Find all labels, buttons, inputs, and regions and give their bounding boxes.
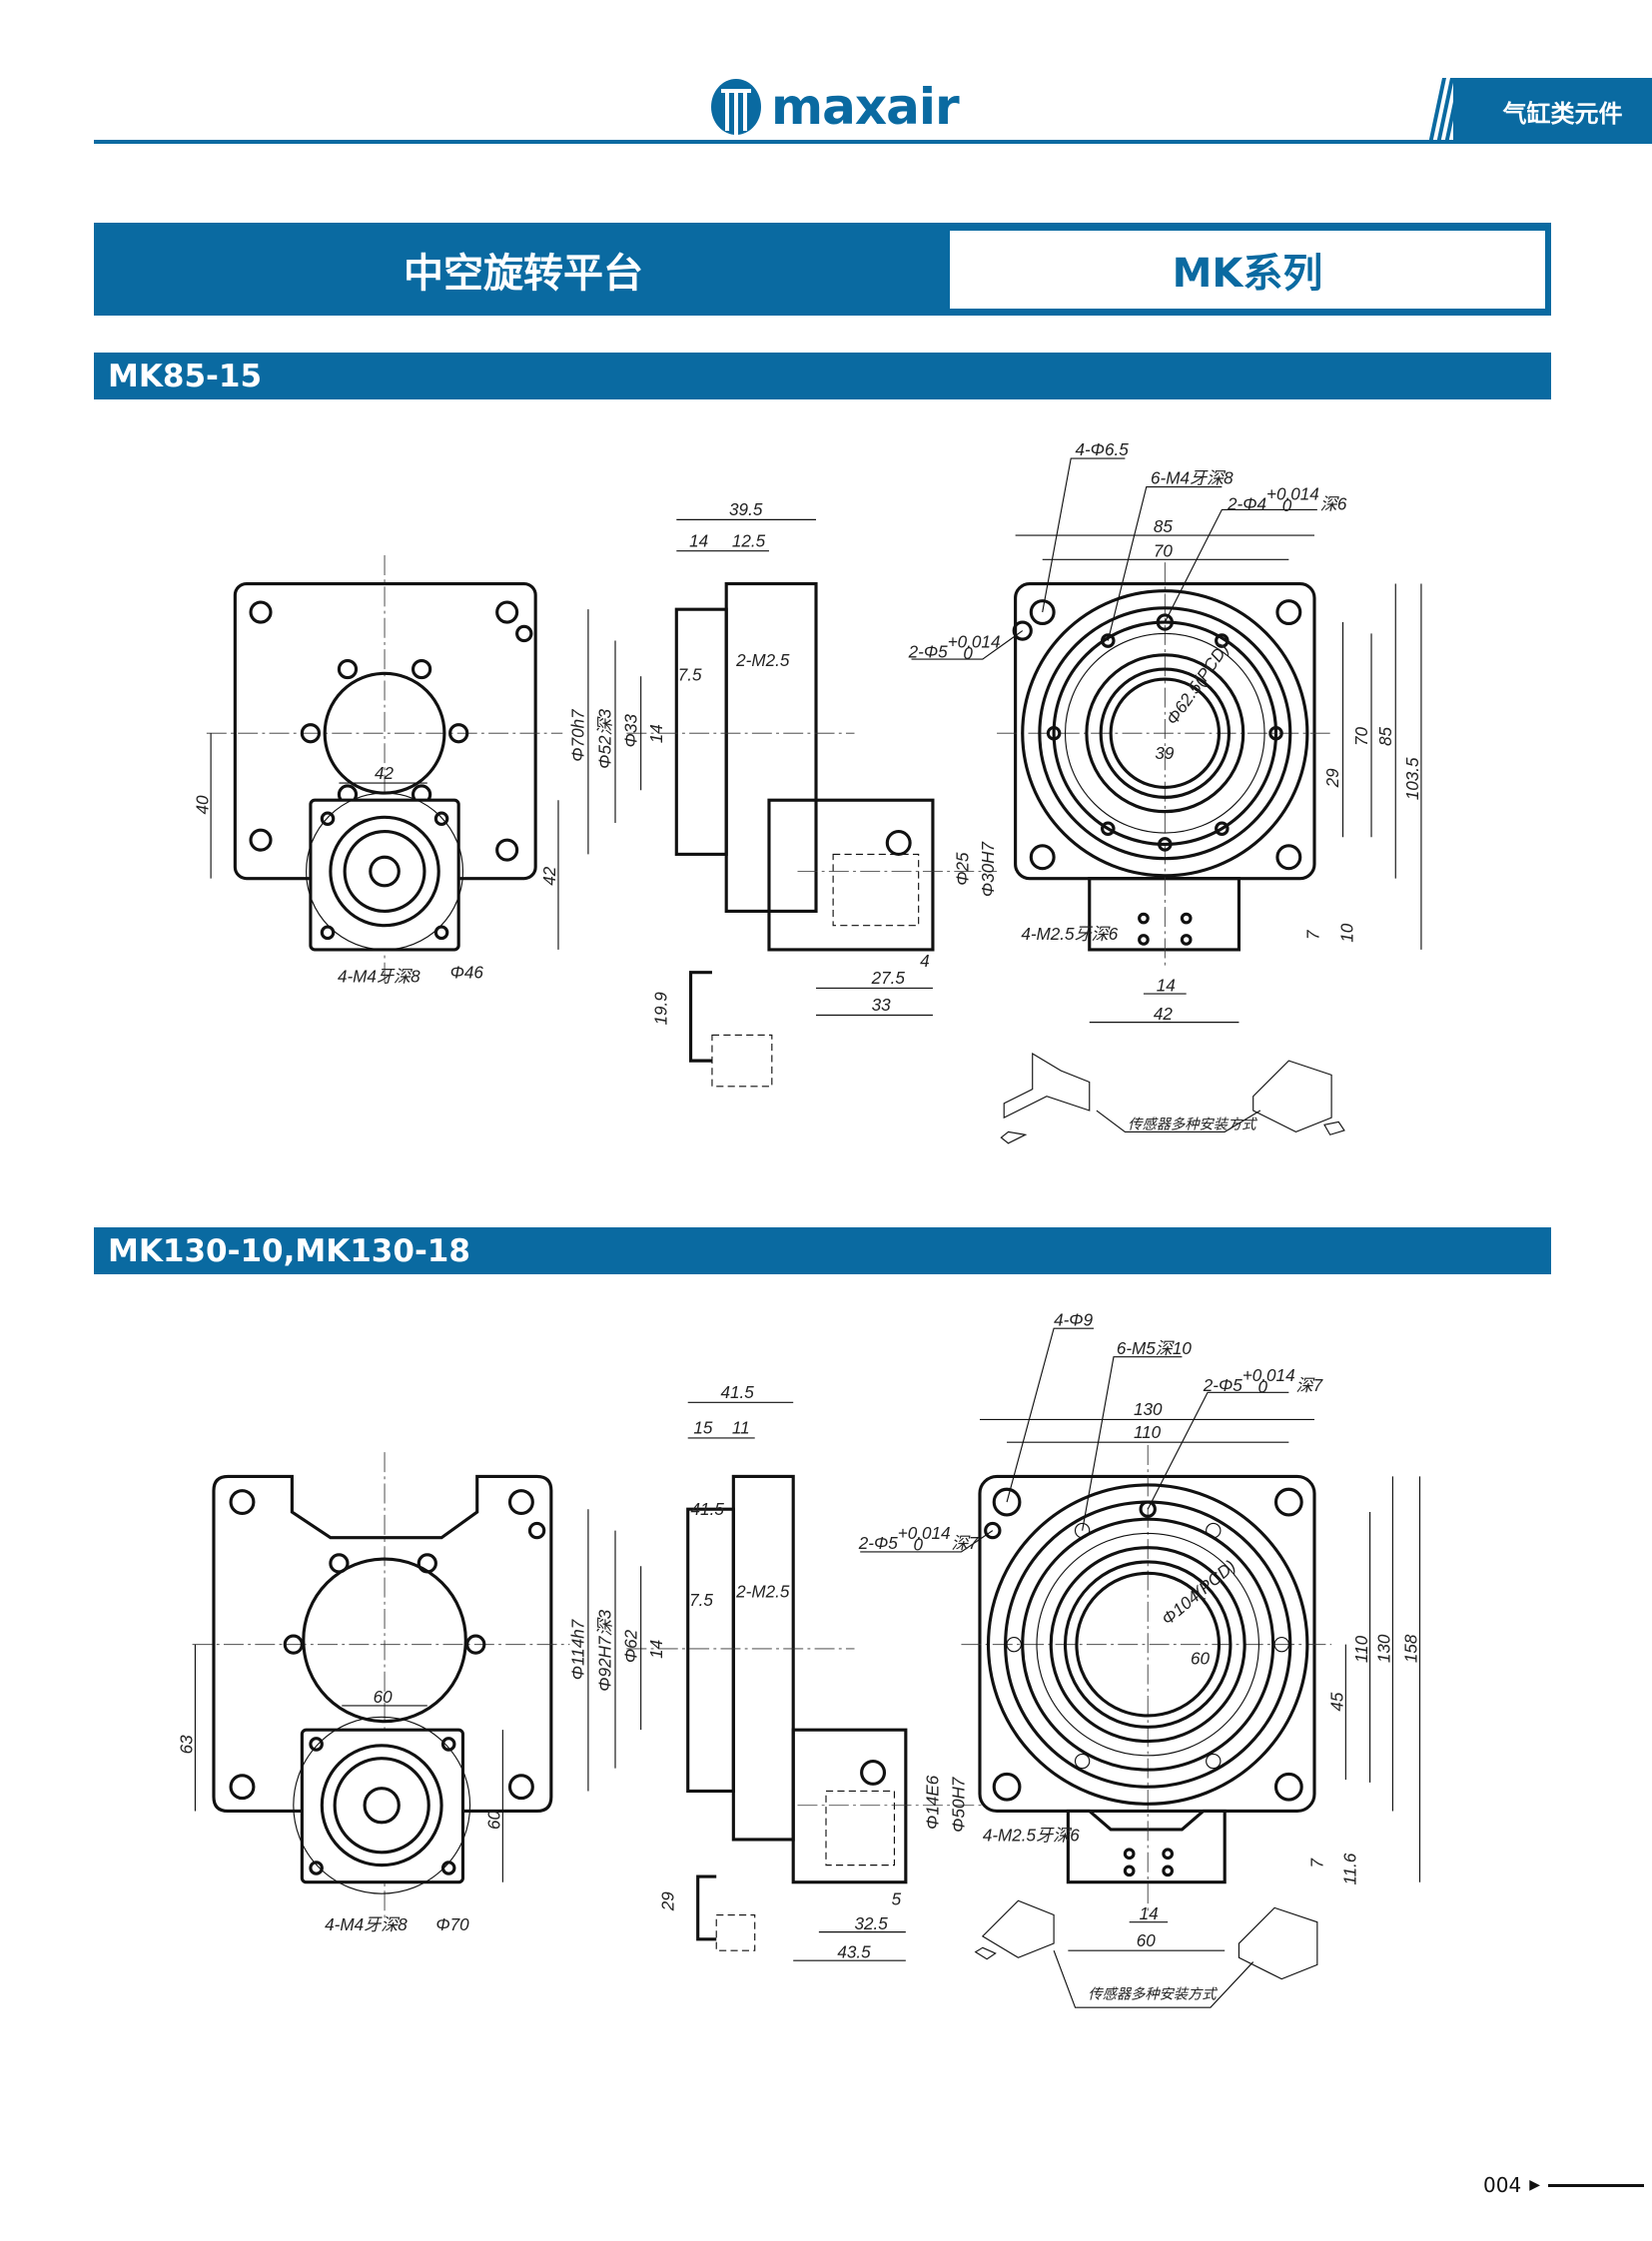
mk130-sensor-illustrations: 传感器多种安装方式 (974, 1899, 1318, 2008)
dimension-label: 传感器多种安装方式 (1088, 1986, 1218, 2003)
dimension-label: 4-M2.5牙深6 (1021, 925, 1118, 944)
dimension-label: 85 (1154, 517, 1174, 536)
dimension-label: 4 (920, 952, 930, 971)
dimension-label: 60 (1137, 1931, 1157, 1950)
dimension-label: 7.5 (678, 665, 702, 684)
dimension-label: 15 (693, 1419, 713, 1438)
mk85-front-view: 42 40 42 4-M4牙深8 Φ46 (193, 555, 563, 987)
dimension-label: 27.5 (871, 969, 906, 988)
dimension-label: 7 (1303, 929, 1322, 940)
dimension-label: 39 (1155, 744, 1175, 763)
product-title: 中空旋转平台 (404, 250, 643, 297)
dimension-label: 33 (872, 996, 892, 1015)
dimension-label: 4-M2.5牙深6 (983, 1826, 1080, 1845)
dimension-label: 19.9 (651, 992, 670, 1026)
dimension-label: 29 (658, 1891, 677, 1912)
maxair-logo-icon (711, 79, 761, 135)
brand-logo: maxair (709, 76, 960, 138)
dimension-label: 14 (1140, 1904, 1159, 1923)
dimension-label: 29 (1323, 768, 1342, 789)
dimension-label: 158 (1402, 1634, 1421, 1663)
dimension-label: 4-Φ6.5 (1075, 440, 1129, 459)
dimension-label: 43.5 (837, 1942, 871, 1961)
page-number-text: 004 (1483, 2173, 1522, 2197)
dimension-label: Φ30H7 (979, 841, 998, 898)
dimension-label: 14 (647, 1640, 666, 1659)
series-title: MK系列 (950, 231, 1545, 309)
dimension-label: 70 (1352, 727, 1371, 747)
dimension-label: 7 (1308, 1857, 1327, 1868)
mk130-top-view: 4-Φ9 6-M5深10 130 110 Φ104(PCD) 60 45 110… (858, 1310, 1421, 1951)
dimension-label: Φ92H7深3 (596, 1609, 615, 1691)
mk130-side-view: 41.5 15 11 41.5 7.5 2-M2.5 Φ114h7 Φ92H7深… (569, 1383, 983, 1961)
dimension-label: 41.5 (691, 1500, 725, 1519)
dimension-label: Φ33 (621, 714, 640, 748)
logo-text: maxair (771, 78, 960, 136)
dimension-label: 40 (193, 795, 212, 815)
triangle-right-icon: ▶ (1529, 2177, 1540, 2193)
dimension-label: 2-M2.5 (735, 1583, 790, 1602)
dimension-label: 60 (485, 1810, 504, 1830)
dimension-label: 4-M4牙深8 (325, 1915, 408, 1934)
dimension-label: 130 (1375, 1634, 1394, 1663)
mk85-sensor-illustrations: 传感器多种安装方式 (1000, 1052, 1345, 1144)
dimension-label: 11.6 (1340, 1853, 1359, 1884)
dimension-label: 4-Φ9 (1054, 1310, 1094, 1329)
header-divider (94, 140, 1652, 144)
dimension-label: Φ70h7 (569, 708, 588, 762)
dimension-label: 14 (1157, 976, 1176, 995)
dimension-label: Φ62 (621, 1629, 640, 1663)
dimension-label: 6-M4牙深8 (1151, 469, 1234, 488)
dimension-label: 70 (1154, 541, 1174, 560)
dimension-label: 2-M2.5 (735, 651, 790, 670)
dimension-label: 5 (892, 1890, 902, 1909)
dimension-label: 32.5 (855, 1914, 889, 1933)
category-tag: 气缸类元件 (1453, 78, 1652, 144)
dimension-label: 10 (1337, 923, 1356, 943)
dimension-label: 42 (375, 764, 395, 783)
dimension-label: Φ50H7 (949, 1776, 968, 1833)
footer-rule (1547, 2183, 1644, 2187)
mk85-side-view: 39.5 14 12.5 7.5 2-M2.5 Φ70h7 Φ52深3 Φ33 … (569, 500, 998, 1088)
dimension-label: Φ52深3 (596, 708, 615, 768)
dimension-label: 39.5 (729, 500, 763, 519)
dimension-label: 12.5 (732, 531, 766, 550)
mk85-top-view: 4-Φ6.5 6-M4牙深8 85 70 Φ62.5(PCD) 39 29 70… (908, 440, 1422, 1024)
dimension-label: 传感器多种安装方式 (1128, 1117, 1257, 1133)
dimension-label: 110 (1352, 1635, 1371, 1663)
section-header-mk85: MK85-15 (94, 353, 1551, 399)
dimension-label: Φ114h7 (569, 1618, 588, 1680)
section-header-mk130: MK130-10,MK130-18 (94, 1227, 1551, 1274)
dimension-label: 85 (1376, 727, 1395, 747)
dimension-label: Φ46 (450, 963, 484, 982)
dimension-label: 14 (689, 531, 708, 550)
mk130-front-view: 60 63 60 4-M4牙深8 Φ70 (178, 1452, 570, 1934)
dimension-label: 42 (1154, 1005, 1174, 1024)
dimension-label: 11 (732, 1419, 750, 1438)
dimension-label: 110 (1134, 1423, 1162, 1442)
dimension-label: 4-M4牙深8 (338, 968, 420, 987)
dimension-label: 60 (374, 1688, 394, 1707)
dimension-label: 45 (1328, 1692, 1347, 1712)
dimension-label: 14 (647, 724, 666, 743)
dimension-label: 7.5 (689, 1591, 713, 1610)
dimension-label: 60 (1191, 1650, 1211, 1669)
dimension-label: 42 (540, 866, 559, 886)
dimension-label: Φ70 (435, 1915, 469, 1934)
dimension-label: 63 (178, 1735, 197, 1755)
dimension-label: 130 (1134, 1400, 1163, 1419)
dimension-label: 41.5 (721, 1383, 755, 1402)
dimension-label: 103.5 (1403, 757, 1422, 800)
dimension-label: Φ14E6 (924, 1775, 943, 1830)
dimension-label: 6-M5深10 (1117, 1339, 1193, 1358)
dimension-label: Φ25 (954, 852, 973, 886)
page-number: 004 ▶ (1483, 2173, 1644, 2197)
dimension-label: Φ62.5(PCD) (1163, 640, 1233, 729)
